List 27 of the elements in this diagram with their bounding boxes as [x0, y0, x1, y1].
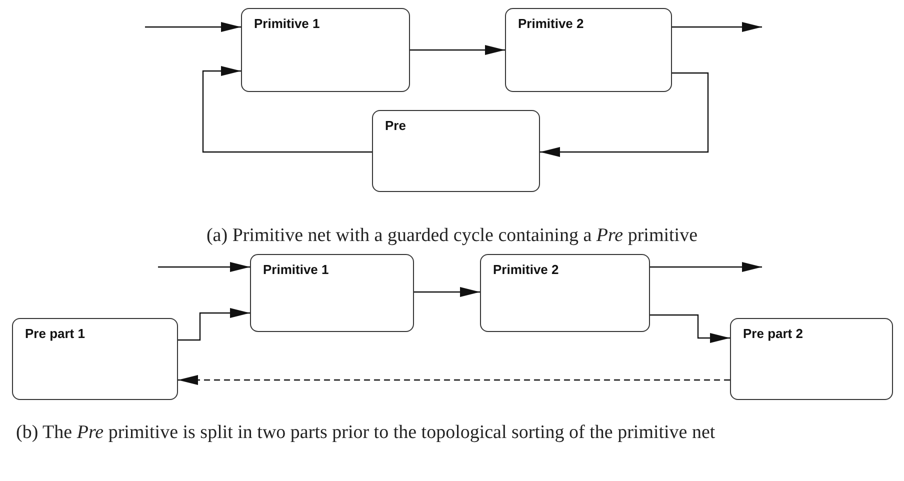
process-box — [505, 8, 672, 92]
arrow — [410, 45, 505, 55]
box-title: Primitive 2 — [518, 15, 585, 33]
arrow — [540, 72, 709, 157]
box-title: Primitive 2 — [493, 261, 560, 279]
process-box — [241, 8, 410, 92]
arrow — [145, 22, 241, 32]
process-box — [372, 110, 540, 192]
caption: (b) The Pre primitive is split in two parts prior to the topological sorting of the primitive net — [16, 421, 716, 445]
arrow — [650, 262, 762, 272]
arrow — [672, 22, 762, 32]
arrow — [202, 66, 372, 153]
process-box — [250, 254, 414, 332]
arrow — [650, 314, 730, 343]
process-box — [12, 318, 178, 400]
arrow — [158, 262, 250, 272]
box-title: Primitive 1 — [254, 15, 321, 33]
box-title: Pre — [385, 117, 407, 135]
process-box — [480, 254, 650, 332]
box-title: Pre part 1 — [25, 325, 86, 343]
caption: (a) Primitive net with a guarded cycle containing a Pre primitive — [205, 224, 699, 248]
box-title: Pre part 2 — [743, 325, 804, 343]
arrow — [178, 308, 250, 341]
box-title: Primitive 1 — [263, 261, 330, 279]
arrow — [414, 287, 480, 297]
dashed-arrow — [178, 375, 730, 385]
process-box — [730, 318, 893, 400]
